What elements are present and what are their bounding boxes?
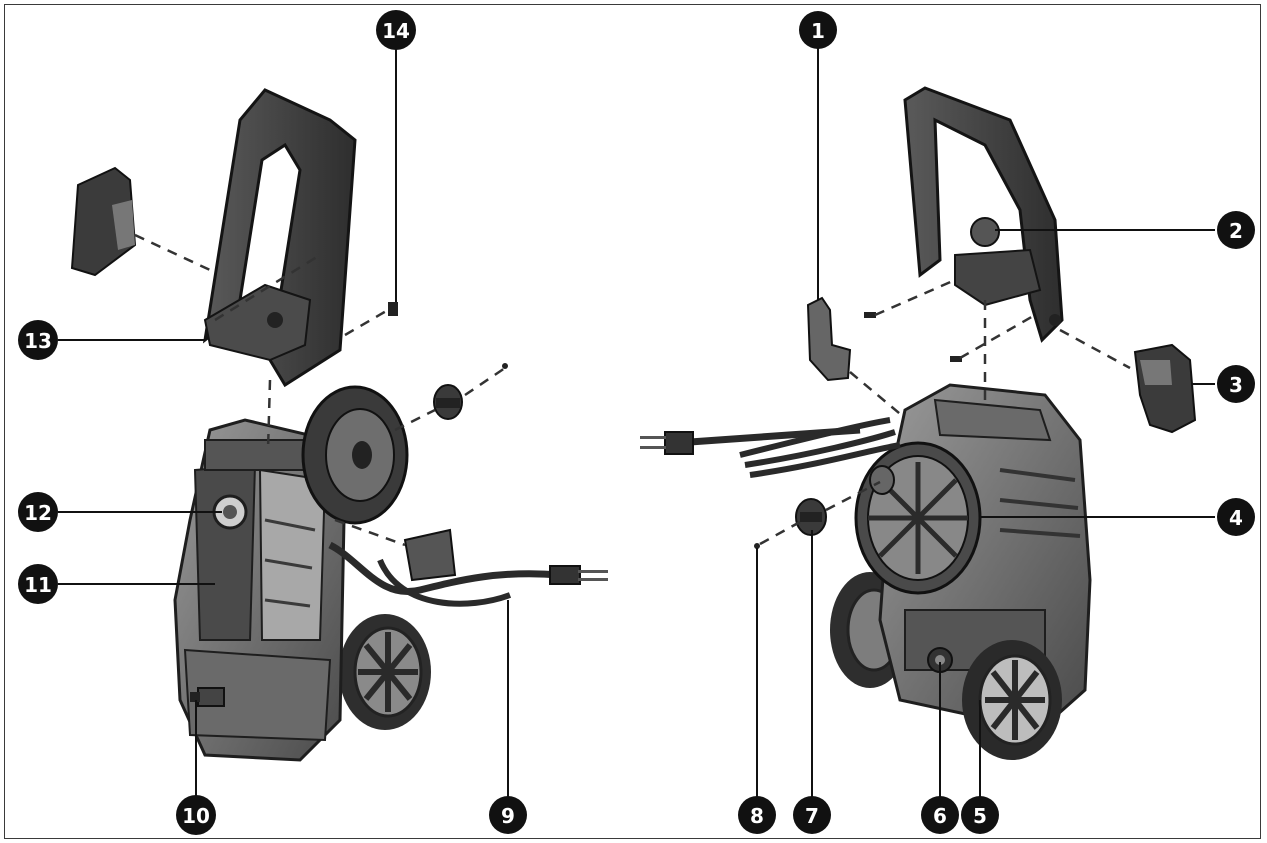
callout-8: 8 <box>738 796 776 834</box>
callout-10: 10 <box>176 795 216 835</box>
callout-6: 6 <box>921 796 959 834</box>
right-right-wheel <box>962 640 1062 760</box>
right-detached-clip <box>1133 343 1197 434</box>
callout-7-label: 7 <box>805 804 819 828</box>
right-unit-rear-view <box>640 86 1197 760</box>
callout-14-label: 14 <box>382 19 410 43</box>
right-handle <box>903 86 1064 343</box>
right-reel-knob <box>795 498 827 536</box>
right-power-cord <box>640 417 901 478</box>
left-reel-knob <box>433 384 463 420</box>
callout-1-label: 1 <box>811 19 825 43</box>
right-hose-reel <box>854 441 982 595</box>
callout-5-label: 5 <box>973 804 987 828</box>
callout-6-label: 6 <box>933 804 947 828</box>
left-power-cord <box>328 541 608 607</box>
callout-13: 13 <box>18 320 58 360</box>
callout-4-label: 4 <box>1229 506 1243 530</box>
callout-8-label: 8 <box>750 804 764 828</box>
right-cord-hook <box>806 296 852 382</box>
callout-11-label: 11 <box>24 573 52 597</box>
callout-12-label: 12 <box>24 501 52 525</box>
callout-1: 1 <box>799 11 837 49</box>
right-assembly-lines <box>759 278 1131 546</box>
left-wheel <box>339 614 431 730</box>
left-unit-front-view <box>70 88 608 762</box>
callout-9: 9 <box>489 796 527 834</box>
callout-11: 11 <box>18 564 58 604</box>
water-inlet <box>197 687 225 707</box>
left-assembly-lines <box>134 233 506 547</box>
callout-13-label: 13 <box>24 329 52 353</box>
callout-10-label: 10 <box>182 804 210 828</box>
callout-9-label: 9 <box>501 804 515 828</box>
callout-3: 3 <box>1217 365 1255 403</box>
callout-2-label: 2 <box>1229 219 1243 243</box>
left-handle <box>202 88 357 388</box>
callout-5: 5 <box>961 796 999 834</box>
callout-3-label: 3 <box>1229 373 1243 397</box>
callout-14: 14 <box>376 10 416 50</box>
leader-lines <box>58 48 1215 800</box>
callout-4: 4 <box>1217 498 1255 536</box>
callout-2: 2 <box>1217 211 1255 249</box>
callout-12: 12 <box>18 492 58 532</box>
callout-7: 7 <box>793 796 831 834</box>
